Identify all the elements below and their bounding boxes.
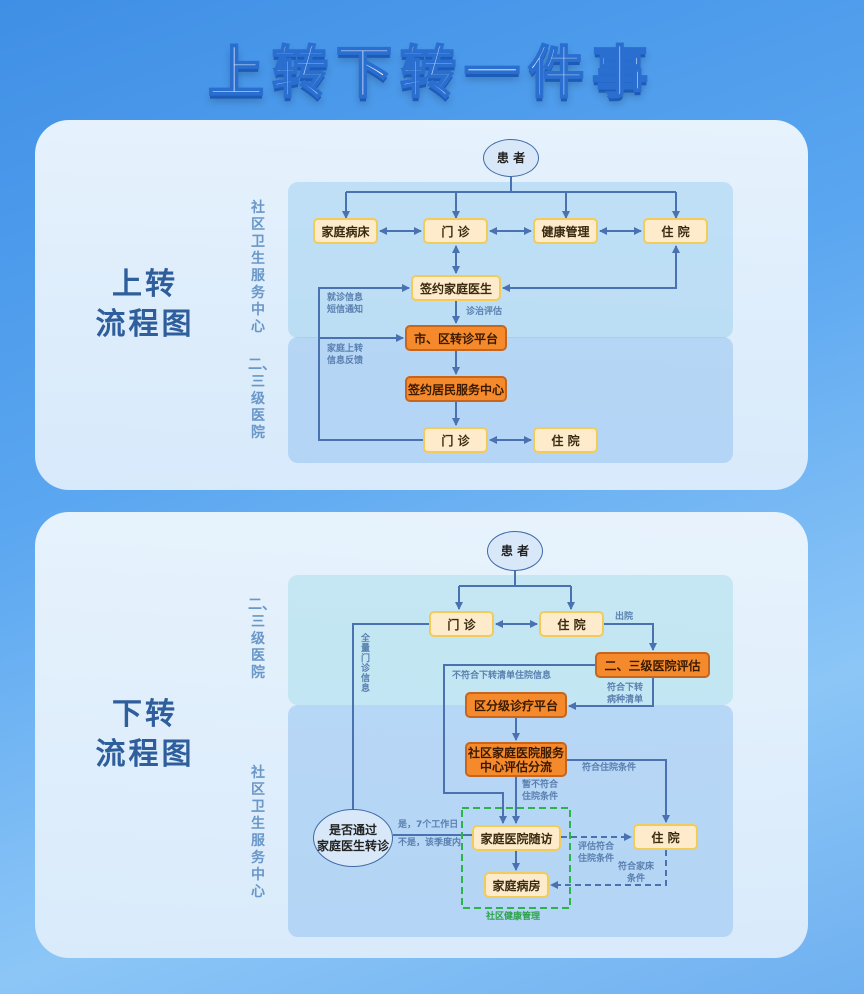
edge-label: 评估符合住院条件 bbox=[578, 842, 615, 864]
page-title: 上转下转一件事 bbox=[207, 40, 656, 107]
edge-label: 暂不符合住院条件 bbox=[522, 780, 559, 802]
decision-node: 是否通过家庭医生转诊 bbox=[313, 809, 393, 867]
hospital-band bbox=[288, 575, 733, 705]
triage-node: 社区家庭医院服务中心评估分流 bbox=[465, 742, 567, 777]
edge-label: 不符合下转清单住院信息 bbox=[452, 671, 552, 681]
patient-node: 患 者 bbox=[487, 531, 543, 571]
edge-label: 是，7个工作日 bbox=[398, 820, 459, 830]
outpatient-node: 门 诊 bbox=[429, 611, 494, 637]
service-center-node: 签约居民服务中心 bbox=[405, 376, 507, 402]
health-management-node: 健康管理 bbox=[533, 218, 598, 244]
referral-platform-node: 市、区转诊平台 bbox=[405, 325, 507, 351]
hospital-evaluation-node: 二、三级医院评估 bbox=[595, 652, 710, 678]
downward-heading: 下转流程图 bbox=[95, 697, 195, 772]
edge-label: 全量门诊信息 bbox=[361, 634, 371, 694]
upward-heading: 上转流程图 bbox=[95, 267, 195, 342]
patient-node: 患 者 bbox=[483, 139, 539, 177]
edge-label: 符合家床条件 bbox=[618, 862, 655, 884]
edge-label: 诊治评估 bbox=[466, 307, 503, 317]
edge-label: 符合下转病种清单 bbox=[607, 683, 644, 705]
inpatient-node: 住 院 bbox=[539, 611, 604, 637]
community-band-label: 社区卫生服务中心 bbox=[251, 200, 265, 335]
outpatient-node: 门 诊 bbox=[423, 218, 488, 244]
edge-label: 出院 bbox=[615, 612, 634, 622]
inpatient-node: 住 院 bbox=[643, 218, 708, 244]
edge-label: 不是，该季度内 bbox=[398, 838, 462, 848]
hospital-inpatient-node: 住 院 bbox=[533, 427, 598, 453]
tiered-platform-node: 区分级诊疗平台 bbox=[465, 692, 567, 718]
edge-label: 家庭上转信息反馈 bbox=[327, 344, 364, 366]
home-ward-node: 家庭病房 bbox=[484, 872, 549, 898]
home-bed-node: 家庭病床 bbox=[313, 218, 378, 244]
edge-label: 就诊信息短信通知 bbox=[327, 293, 364, 315]
community-health-group bbox=[461, 807, 571, 909]
followup-node: 家庭医院随访 bbox=[472, 825, 561, 851]
hospital-outpatient-node: 门 诊 bbox=[423, 427, 488, 453]
community-health-label: 社区健康管理 bbox=[486, 912, 541, 922]
family-doctor-node: 签约家庭医生 bbox=[411, 275, 501, 301]
community-band-label: 社区卫生服务中心 bbox=[251, 765, 265, 900]
community-inpatient-node: 住 院 bbox=[633, 824, 698, 850]
edge-label: 符合住院条件 bbox=[582, 763, 637, 773]
